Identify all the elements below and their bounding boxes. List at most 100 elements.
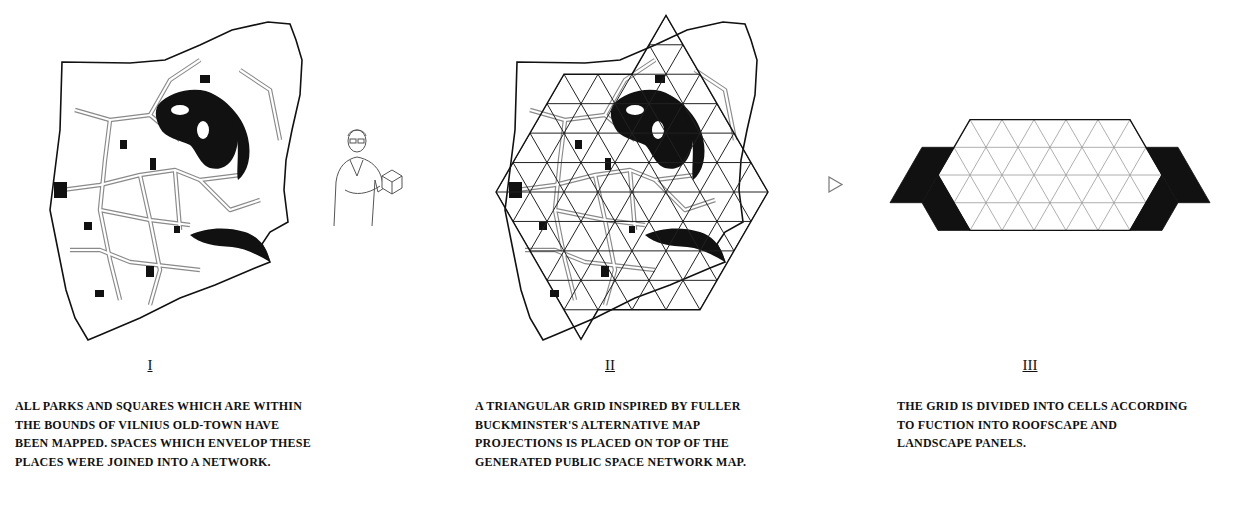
grid-line: [1023, 100, 1110, 250]
grid-line: [63, 100, 150, 250]
grid-line: [297, 0, 505, 360]
map-one: [50, 22, 302, 340]
grid-line: [725, 0, 933, 360]
cell-outline: [938, 120, 1162, 231]
grid-line: [767, 100, 854, 250]
grid-line: [383, 100, 470, 250]
grid-line: [623, 0, 831, 360]
black-panel: [1130, 175, 1178, 230]
grid-line: [191, 100, 278, 250]
grid-line: [1215, 100, 1240, 250]
grid-line: [991, 100, 1078, 250]
grid-line: [487, 0, 695, 360]
grid-line: [0, 100, 21, 250]
grid-line: [0, 0, 63, 360]
grid-line: [831, 100, 918, 250]
grid-line: [0, 0, 165, 360]
grid-line: [127, 0, 335, 360]
grid-line: [127, 100, 214, 250]
grid-line: [959, 100, 1046, 250]
grid-line: [383, 100, 470, 250]
grid-line: [511, 100, 598, 250]
grid-line: [963, 0, 1171, 360]
grid-line: [0, 0, 49, 360]
grid-line: [920, 91, 1180, 92]
grid-line: [159, 100, 246, 250]
grid-line: [639, 100, 726, 250]
grid-line: [1023, 100, 1110, 250]
grid-line: [223, 100, 310, 250]
grid-line: [95, 100, 182, 250]
polyhedron-edges: [382, 176, 402, 194]
grid-line: [470, 280, 800, 281]
step-caption: THE GRID IS DIVIDED INTO CELLS ACCORDING…: [897, 397, 1193, 453]
grid-line: [735, 100, 822, 250]
black-panel: [922, 175, 970, 230]
grid-line: [0, 0, 199, 360]
grid-line: [0, 0, 15, 360]
step-caption: ALL PARKS AND SQUARES WHICH ARE WITHIN T…: [15, 397, 315, 472]
grid-line: [535, 0, 743, 360]
grid-line: [589, 0, 797, 360]
grid-line: [11, 0, 219, 360]
grid-line: [861, 0, 1069, 360]
grid-line: [191, 100, 278, 250]
grid-line: [317, 0, 525, 360]
fuller-figure: [334, 130, 402, 226]
grid-line: [1065, 0, 1240, 360]
grid-line: [79, 0, 287, 360]
grid-line: [920, 175, 1180, 176]
grid-line: [351, 100, 438, 250]
grid-line: [767, 100, 854, 250]
grid-line: [1055, 100, 1142, 250]
grid-line: [841, 0, 1049, 360]
grid-line: [1011, 0, 1219, 360]
grid-line: [415, 100, 502, 250]
grid-line: [415, 100, 502, 250]
grid-line: [195, 0, 403, 360]
grid-line: [827, 0, 1035, 360]
grid-line: [0, 100, 53, 250]
grid-line: [470, 192, 800, 193]
grid-line: [603, 0, 811, 360]
grid-line: [543, 100, 630, 250]
grid-line: [977, 0, 1185, 360]
grid-line: [0, 100, 85, 250]
grid-line: [63, 100, 150, 250]
grid-line: [1133, 0, 1240, 360]
grid-line: [1079, 0, 1240, 360]
grid-line: [501, 0, 709, 360]
grid-line: [229, 0, 437, 360]
grid-outline: [496, 15, 768, 339]
grid-line: [283, 0, 491, 360]
grid-line: [59, 0, 267, 360]
step-arrow: [829, 177, 842, 192]
grid-line: [255, 100, 342, 250]
step-numeral: I: [120, 357, 180, 374]
grid-line: [447, 100, 534, 250]
figure-arm: [345, 186, 380, 193]
grid-line: [1055, 100, 1142, 250]
grid-line: [1201, 0, 1240, 360]
grid-line: [93, 0, 301, 360]
grid-line: [920, 258, 1180, 259]
grid-line: [671, 100, 758, 250]
grid-line: [181, 0, 389, 360]
grid-line: [735, 100, 822, 250]
grid-line: [351, 100, 438, 250]
grid-line: [703, 100, 790, 250]
grid-line: [365, 0, 573, 360]
grid-line: [929, 0, 1137, 360]
grid-line: [263, 0, 471, 360]
grid-line: [555, 0, 763, 360]
grid-line: [0, 0, 131, 360]
grid-line: [799, 100, 886, 250]
grid-line: [470, 133, 800, 134]
grid-line: [31, 100, 118, 250]
grid-line: [0, 0, 97, 360]
grid-line: [703, 100, 790, 250]
grid-line: [0, 0, 151, 360]
grid-line: [419, 0, 627, 360]
step-numeral: II: [580, 357, 640, 374]
grid-line: [433, 0, 641, 360]
